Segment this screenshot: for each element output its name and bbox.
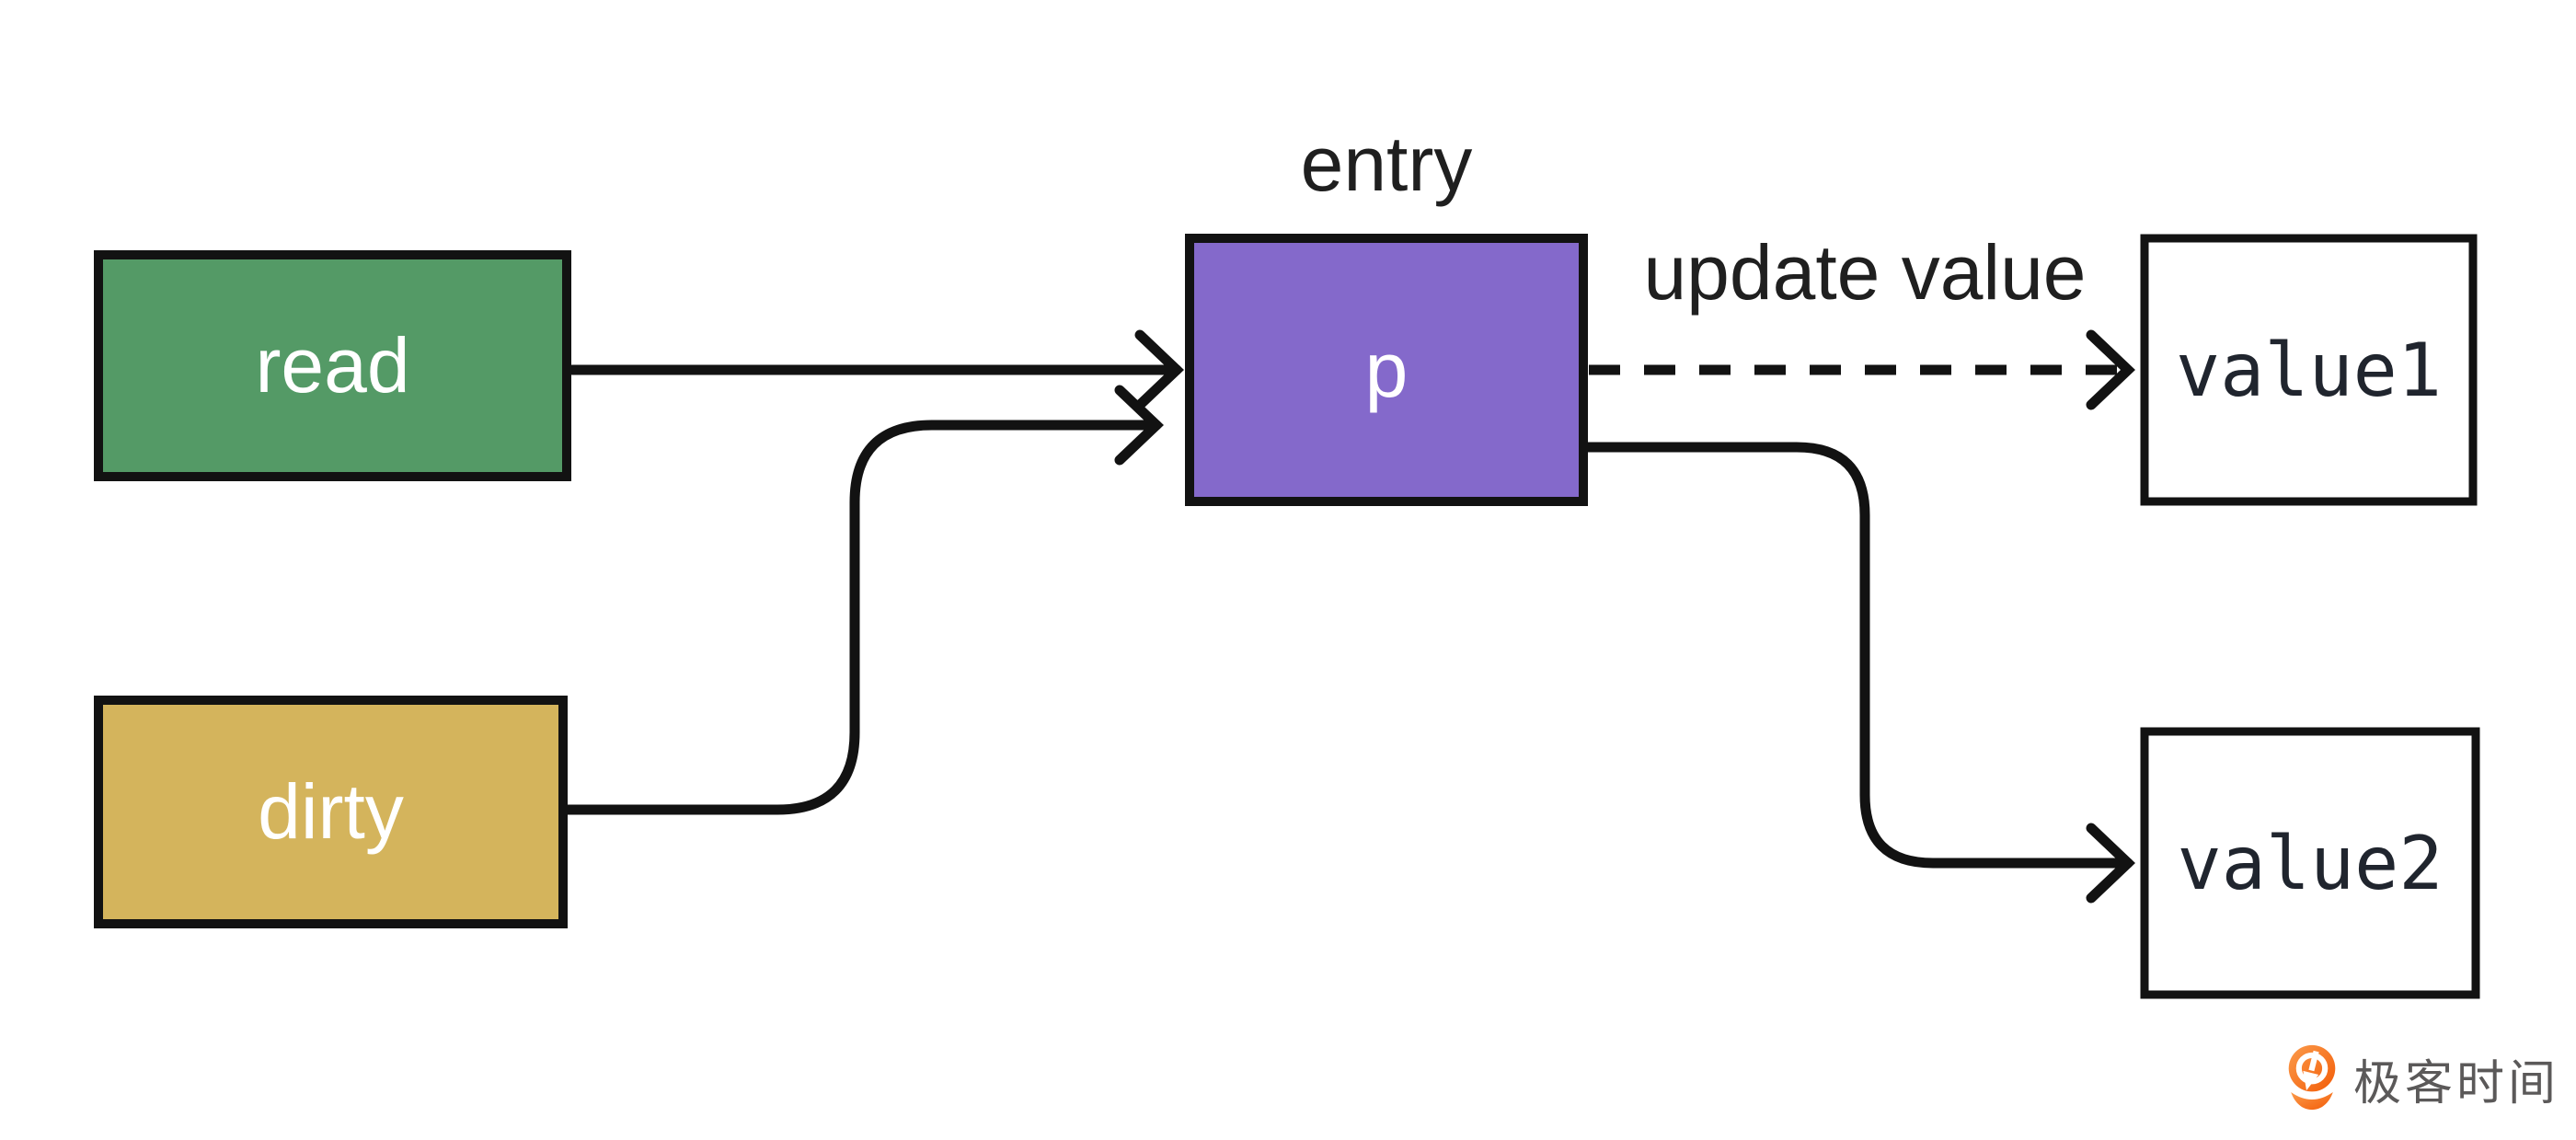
geektime-logo: 极客时间 — [2283, 1043, 2559, 1111]
read-node-box — [94, 250, 571, 481]
value2-node-box — [2140, 727, 2480, 999]
dirty-node-box — [94, 696, 568, 928]
edge-dirty-to-p — [561, 385, 1164, 815]
update-value-label: update value — [1643, 229, 2087, 316]
geektime-logo-text: 极客时间 — [2353, 1056, 2560, 1111]
value1-node-box — [2140, 234, 2478, 506]
entry-label: entry — [1300, 121, 1473, 207]
geektime-logo-icon — [2288, 1044, 2336, 1111]
p-node-box — [1185, 234, 1588, 506]
edge-p-to-value2 — [1578, 442, 2135, 904]
